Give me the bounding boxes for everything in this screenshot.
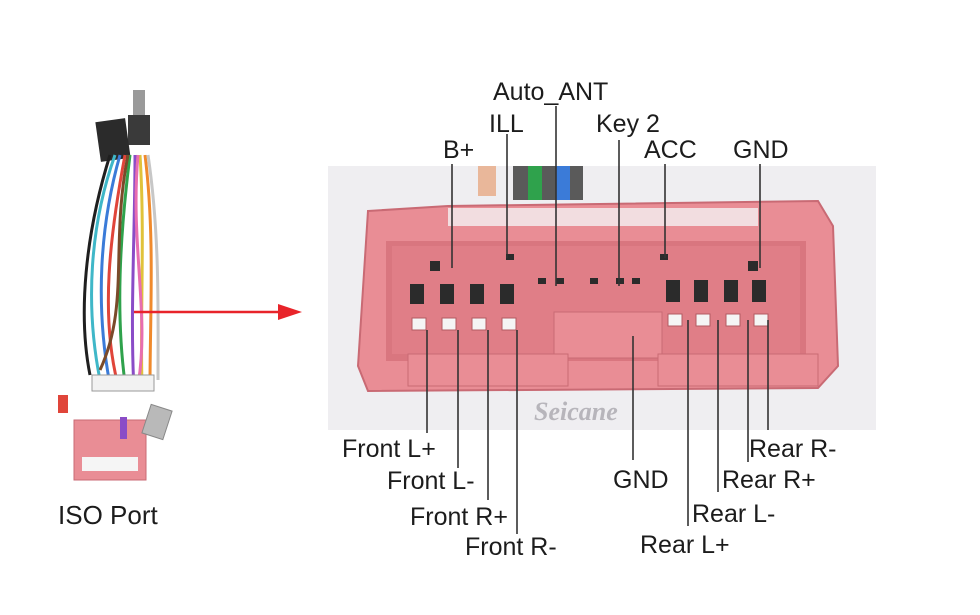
label-auto-ant: Auto_ANT <box>493 78 609 106</box>
connector-closeup: Seicane <box>328 166 876 430</box>
arrow-icon <box>134 304 302 320</box>
label-key2: Key 2 <box>596 110 660 138</box>
label-b-plus: B+ <box>443 136 475 164</box>
label-front-r-minus: Front R- <box>465 533 557 561</box>
label-gnd-top: GND <box>733 136 789 164</box>
label-front-l-plus: Front L+ <box>342 435 436 463</box>
label-gnd-bottom: GND <box>613 466 669 494</box>
label-front-r-plus: Front R+ <box>410 503 508 531</box>
label-rear-l-plus: Rear L+ <box>640 531 730 559</box>
label-rear-l-minus: Rear L- <box>692 500 776 528</box>
label-rear-r-plus: Rear R+ <box>722 466 816 494</box>
label-front-l-minus: Front L- <box>387 467 475 495</box>
label-ill: ILL <box>489 110 524 138</box>
label-acc: ACC <box>644 136 697 164</box>
label-rear-r-minus: Rear R- <box>749 435 837 463</box>
iso-port-caption: ISO Port <box>58 500 158 530</box>
iso-harness-illustration <box>58 90 173 481</box>
brand-watermark: Seicane <box>534 397 618 426</box>
